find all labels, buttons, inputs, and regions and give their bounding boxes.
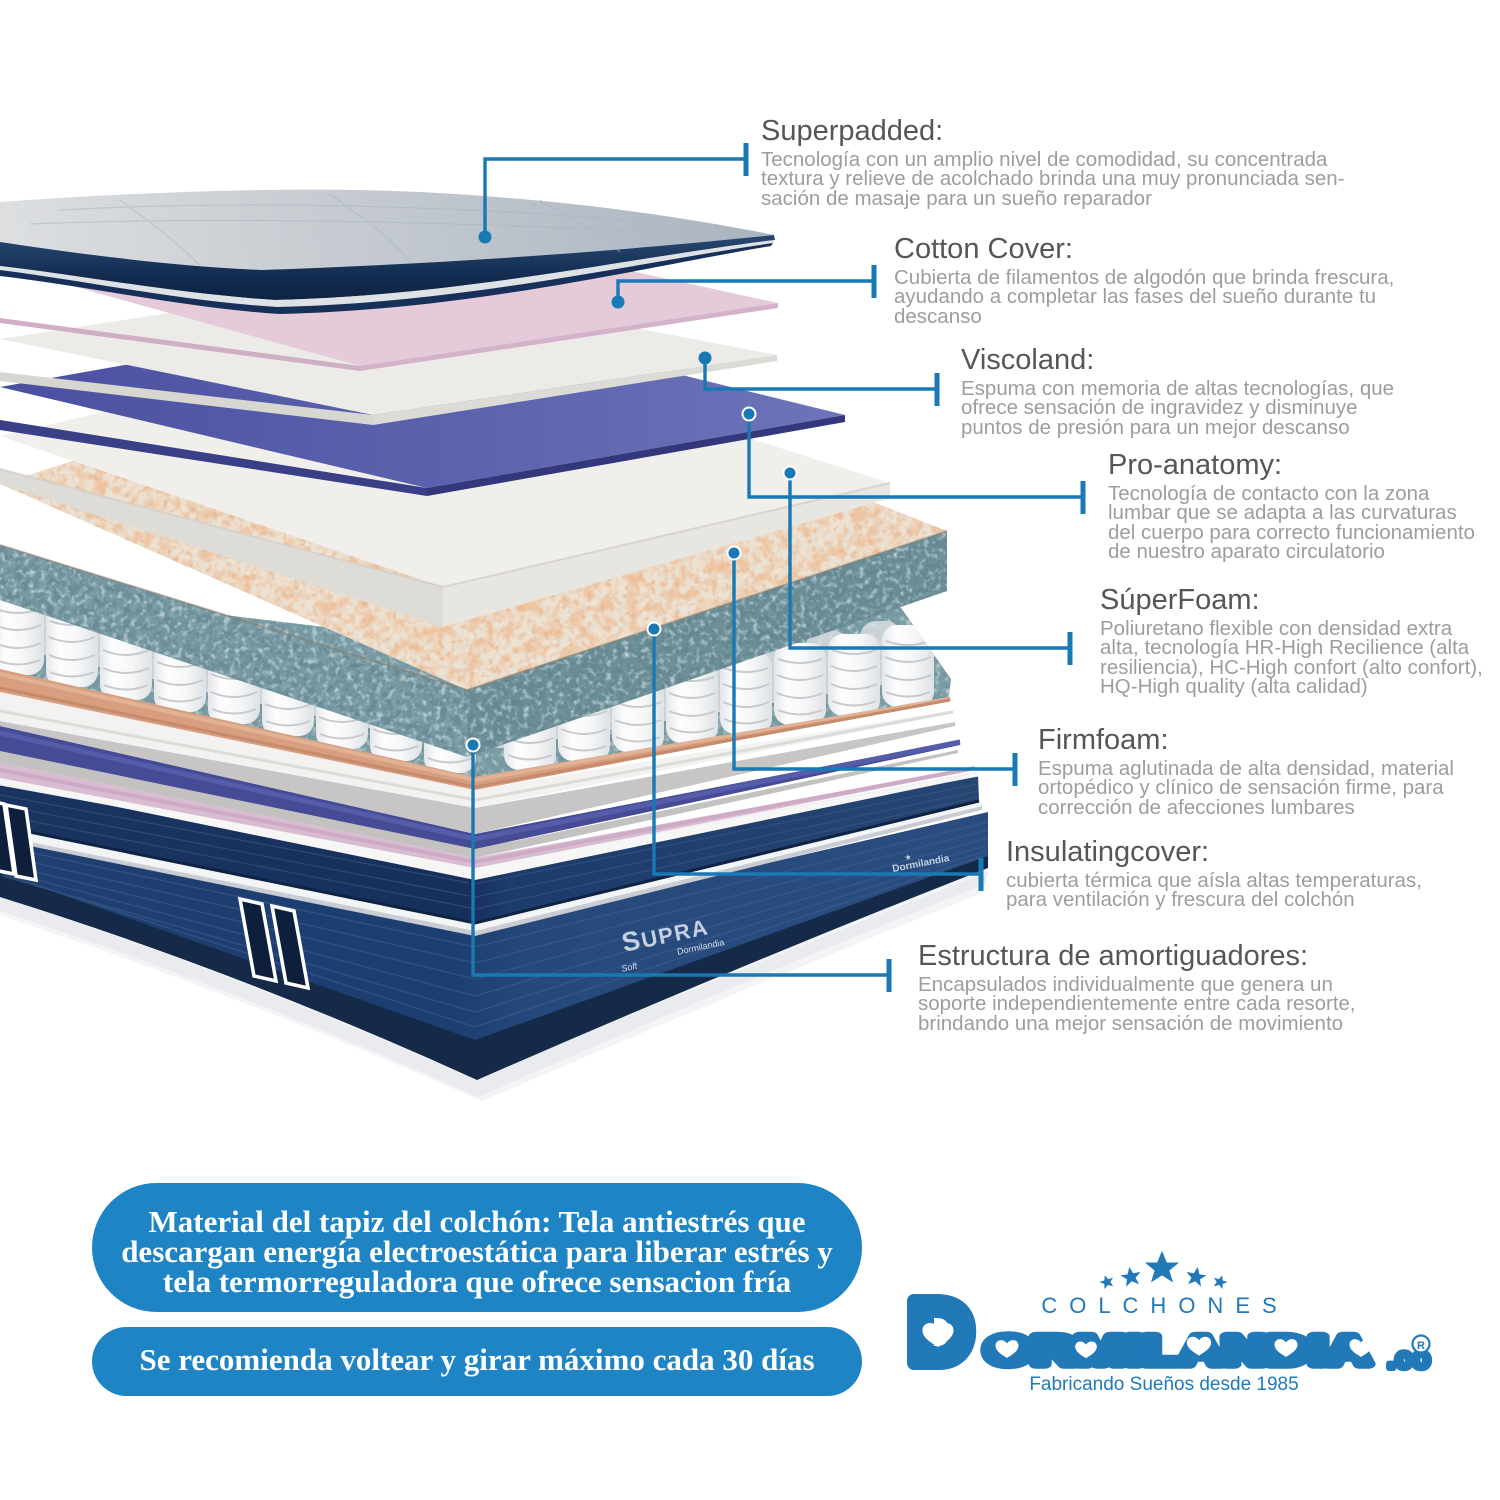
svg-text:★: ★	[904, 852, 913, 862]
svg-text:Fabricando Sueños desde 1985: Fabricando Sueños desde 1985	[1029, 1374, 1298, 1395]
svg-text:D: D	[908, 1283, 973, 1383]
svg-text:R: R	[1417, 1340, 1425, 1352]
svg-text:ORMILANDIA: ORMILANDIA	[985, 1329, 1370, 1373]
svg-text:Soft: Soft	[620, 961, 638, 974]
svg-text:COLCHONES: COLCHONES	[1041, 1293, 1288, 1318]
